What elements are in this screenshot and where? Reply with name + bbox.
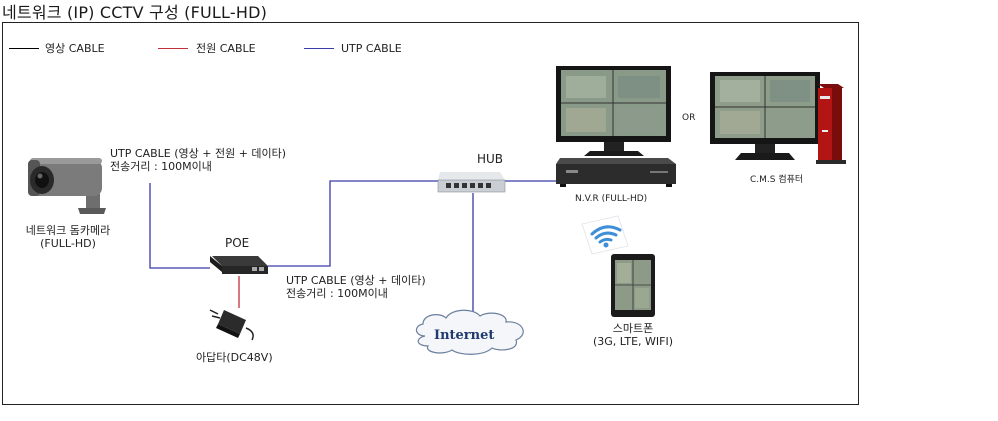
internet-cloud-icon (415, 309, 524, 355)
camera-label-line1: 네트워크 돔카메라 (25, 224, 111, 237)
cms-monitor-icon (710, 72, 820, 160)
nvr-monitor-icon (556, 66, 671, 156)
legend-power-line (158, 48, 188, 49)
poe-injector-icon (210, 256, 268, 274)
page-title: 네트워크 (IP) CCTV 구성 (FULL-HD) (2, 3, 268, 22)
internet-label: Internet (434, 328, 495, 343)
legend-video-line (9, 48, 39, 49)
camera-label-line2: (FULL-HD) (40, 237, 96, 250)
or-label: OR (682, 113, 696, 123)
cable-bottom-label: UTP CABLE (영상 + 데이타) 전송거리 : 100M이내 (286, 274, 426, 300)
smartphone-label-line1: 스마트폰 (612, 322, 654, 335)
bullet-camera-icon (28, 158, 106, 214)
wifi-icon (581, 215, 629, 255)
power-adapter-icon (209, 309, 254, 341)
smartphone-label-line2: (3G, LTE, WIFI) (592, 335, 674, 348)
utp-cable-poe-hub (268, 180, 438, 267)
cms-label: C.M.S 컴퓨터 (750, 175, 804, 185)
nvr-recorder-icon (556, 158, 676, 187)
legend-utp-label: UTP CABLE (341, 42, 402, 55)
camera-label: 네트워크 돔카메라 (FULL-HD) (8, 224, 128, 250)
nvr-label: N.V.R (FULL-HD) (575, 194, 648, 204)
hub-label: HUB (477, 152, 504, 166)
smartphone-icon (611, 254, 655, 317)
adapter-label: 아답타(DC48V) (196, 351, 273, 364)
cable-bottom-line2: 전송거리 : 100M이내 (286, 287, 388, 300)
cable-top-label: UTP CABLE (영상 + 전원 + 데이타) 전송거리 : 100M이내 (110, 147, 286, 173)
legend-utp-line (304, 48, 334, 49)
pc-tower-icon (816, 84, 846, 164)
utp-cable-camera-poe (149, 183, 210, 269)
legend-video-label: 영상 CABLE (45, 42, 105, 55)
diagram-frame (2, 22, 859, 405)
legend-power-label: 전원 CABLE (196, 42, 256, 55)
cable-top-line1: UTP CABLE (영상 + 전원 + 데이타) (110, 147, 287, 160)
poe-label: POE (225, 236, 250, 250)
cable-top-line2: 전송거리 : 100M이내 (110, 160, 212, 173)
smartphone-label: 스마트폰 (3G, LTE, WIFI) (583, 322, 683, 348)
network-hub-icon (437, 172, 506, 193)
cable-bottom-line1: UTP CABLE (영상 + 데이타) (286, 274, 426, 287)
